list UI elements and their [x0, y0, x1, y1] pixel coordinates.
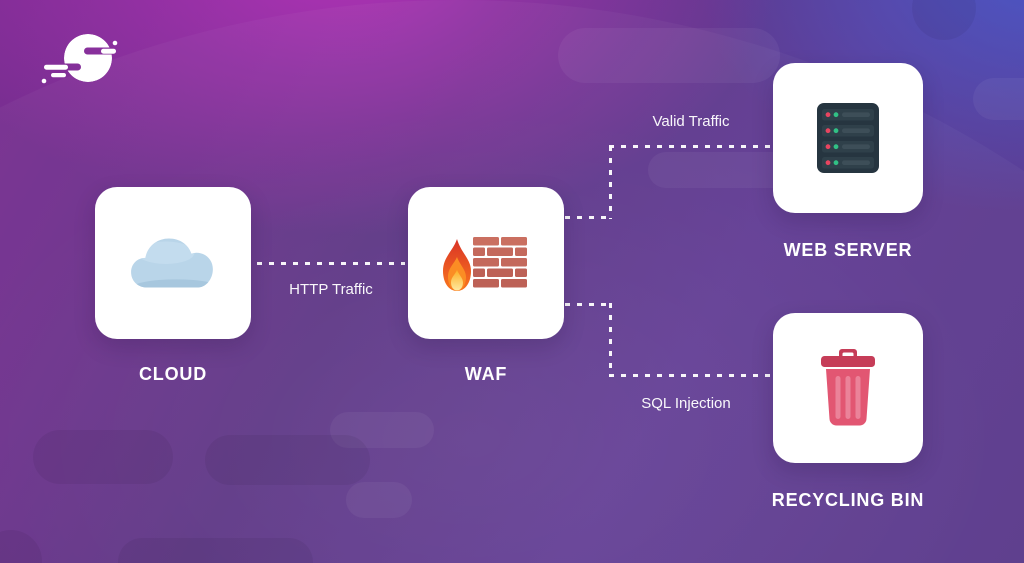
node-label-cloud: CLOUD	[139, 364, 207, 384]
waf-card	[408, 187, 564, 339]
server-rack-icon	[817, 103, 879, 173]
background-pill	[973, 78, 1024, 120]
speed-swirl-logo-icon	[41, 34, 118, 84]
trash-bin-icon	[821, 349, 875, 426]
edge-sql-line	[609, 374, 773, 377]
edge-valid-line	[565, 216, 612, 219]
edge-http-line	[257, 262, 405, 265]
edge-valid-line	[609, 145, 773, 148]
edge-valid-line	[609, 146, 612, 219]
recycling-bin-card	[773, 313, 923, 463]
background-pill	[346, 482, 412, 518]
background-pill	[205, 435, 370, 485]
node-label-waf: WAF	[464, 364, 508, 384]
firewall-brick-flame-icon	[443, 237, 527, 291]
web-server-card	[773, 63, 923, 213]
cloud-icon	[131, 238, 213, 288]
edge-sql-line	[565, 303, 612, 306]
background-pill	[558, 28, 780, 83]
background-circle	[912, 0, 976, 40]
edge-sql-label: SQL Injection	[641, 395, 731, 412]
edge-http-label: HTTP Traffic	[289, 281, 373, 298]
background-pill	[33, 430, 173, 484]
edge-valid-label: Valid Traffic	[652, 113, 730, 130]
node-label-web-server: WEB SERVER	[783, 240, 913, 260]
edge-sql-line	[609, 303, 612, 377]
cloud-card	[95, 187, 251, 339]
background-pill	[330, 412, 434, 448]
background-pill	[118, 538, 313, 563]
node-label-recycling-bin: RECYCLING BIN	[771, 490, 925, 510]
